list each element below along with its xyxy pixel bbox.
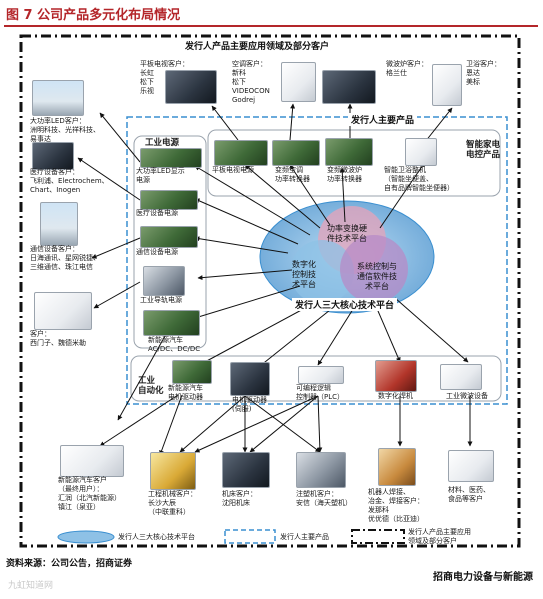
legend-main-label: 发行人主要产品 (280, 533, 329, 541)
customer-medical-text: 医疗设备客户： 飞利浦、Electrochem、 Chart、Inogen (30, 168, 109, 194)
toilet-image (432, 64, 462, 106)
product-ac-converter: 变频空调 功率转换器 (275, 166, 310, 183)
customer-ac-text: 空调客户： 新科 松下 VIDEOCON Godrej (232, 60, 270, 104)
legend-main-swatch (224, 529, 276, 544)
product-plc: 可编程逻辑 控制器（PLC） (296, 384, 345, 401)
outer-box-title: 发行人产品主要应用领域及部分客户 (182, 39, 333, 52)
telecom-power-image (140, 226, 198, 248)
led-stage-image (32, 80, 84, 116)
smart-home-group (207, 129, 501, 197)
ev-controller-image (172, 360, 212, 384)
customer-car-text: 新能源汽车客户 （最终用户）： 汇润（北汽新能源） 镇江（泉亚） (58, 476, 121, 511)
inner-box-title: 发行人主要产品 (348, 113, 418, 126)
product-microwave-converter: 变频微波炉 功率转换器 (327, 166, 362, 183)
venn-label-software: 系统控制与 通信软件技 术平台 (357, 262, 397, 291)
legend-core-label: 发行人三大核心技术平台 (118, 533, 195, 541)
customer-machine-tool-text: 机床客户： 沈阳机床 (222, 490, 257, 507)
product-ev-power: 新能源汽车 AC/DC、DC/DC (148, 336, 201, 353)
ev-power-image (143, 310, 200, 336)
rail-power-image (143, 266, 185, 296)
ac-converter-image (272, 140, 320, 166)
product-welder: 数字化焊机 (378, 392, 413, 400)
core-platform-title: 发行人三大核心技术平台 (292, 298, 398, 311)
machine-tool-image (222, 452, 270, 488)
tv-power-image (214, 140, 268, 166)
venn-circle-left (290, 240, 354, 304)
product-rail-power: 工业导轨电源 (140, 296, 182, 304)
source-note: 资料来源：公司公告，招商证券 (6, 559, 133, 569)
outer-application-box (19, 34, 521, 548)
figure-title: 图 7 公司产品多元化布局情况 (6, 8, 181, 23)
product-medical-power: 医疗设备电源 (136, 209, 178, 217)
customer-led-text: 大功率LED客户： 洲明科技、光祥科技、 易事达 (30, 117, 100, 143)
product-led-power: 大功率LED显示 电源 (136, 167, 185, 184)
customer-crane-text: 工程机械客户： 长沙大辰 （中联重科） (148, 490, 197, 516)
customer-rail-text: 客户： 西门子、魏德米勒 (30, 330, 86, 347)
product-micro-device: 工业微波设备 (446, 392, 488, 400)
robot-image (378, 448, 416, 486)
product-toilet-control: 智能卫浴整机 （智能坐便盖、 自有品牌智能坐便器） (384, 166, 454, 192)
product-tv-power: 平板电视电源 (212, 166, 254, 174)
watermark: 九虹知道网 (8, 581, 54, 591)
rail-device-image (34, 292, 92, 330)
material-image (448, 450, 494, 482)
venn-label-hardware: 功率变换硬 件技术平台 (327, 224, 367, 243)
microwave-converter-image (325, 138, 373, 166)
customer-tv-text: 平板电视客户： 长虹 松下 乐视 (140, 60, 189, 95)
customer-telecom-text: 通信设备客户： 日海通讯、星网锐捷、 三维通信、珠江电信 (30, 245, 100, 271)
automation-group (130, 355, 502, 402)
title-rule (4, 25, 538, 27)
legend-fields-label: 发行人产品主要应用 领域及部分客户 (408, 528, 471, 545)
smart-home-label: 智能家电 电控产品 (466, 140, 501, 160)
venn-label-digital: 数字化 控制技 术平台 (292, 260, 316, 289)
customer-injection-text: 注塑机客户： 安信（海天塑机） (296, 490, 352, 507)
industrial-power-label: 工业电源 (145, 138, 180, 148)
venn-circle-right (340, 235, 408, 303)
microwave-image (322, 70, 376, 104)
inner-products-box (126, 116, 508, 405)
product-ev-controller: 新能源汽车 电机驱动器 (168, 384, 203, 401)
micro-device-image (440, 364, 482, 390)
customer-material-text: 材料、医药、 食品等客户 (448, 486, 490, 503)
customer-robot-text: 机器人焊接、 冶金、焊接客户： 发那科 优优德（比亚迪） (368, 488, 424, 523)
welder-image (375, 360, 417, 392)
legend-core-swatch (57, 530, 115, 544)
car-image (60, 445, 124, 477)
air-conditioner-image (281, 62, 316, 102)
legend-fields-swatch (351, 529, 405, 544)
servo-drive-image (230, 362, 270, 396)
led-power-image (140, 148, 202, 168)
medical-device-image (32, 142, 74, 170)
product-servo-drive: 电机驱动器 (伺服) (232, 396, 267, 413)
telecom-tower-image (40, 202, 78, 246)
injection-image (296, 452, 346, 488)
toilet-control-image (405, 138, 437, 166)
medical-power-image (140, 190, 198, 210)
brand-label: 招商电力设备与新能源 (433, 572, 533, 583)
product-telecom-power: 通信设备电源 (136, 248, 178, 256)
crane-image (150, 452, 196, 490)
plc-image (298, 366, 344, 384)
customer-toilet-text: 卫浴客户： 恩达 美标 (466, 60, 501, 86)
industrial-power-group (133, 135, 207, 349)
tv-image (165, 70, 217, 104)
customer-microwave-text: 微波炉客户： 格兰仕 (386, 60, 428, 77)
industrial-automation-label: 工业 自动化 (138, 376, 164, 396)
